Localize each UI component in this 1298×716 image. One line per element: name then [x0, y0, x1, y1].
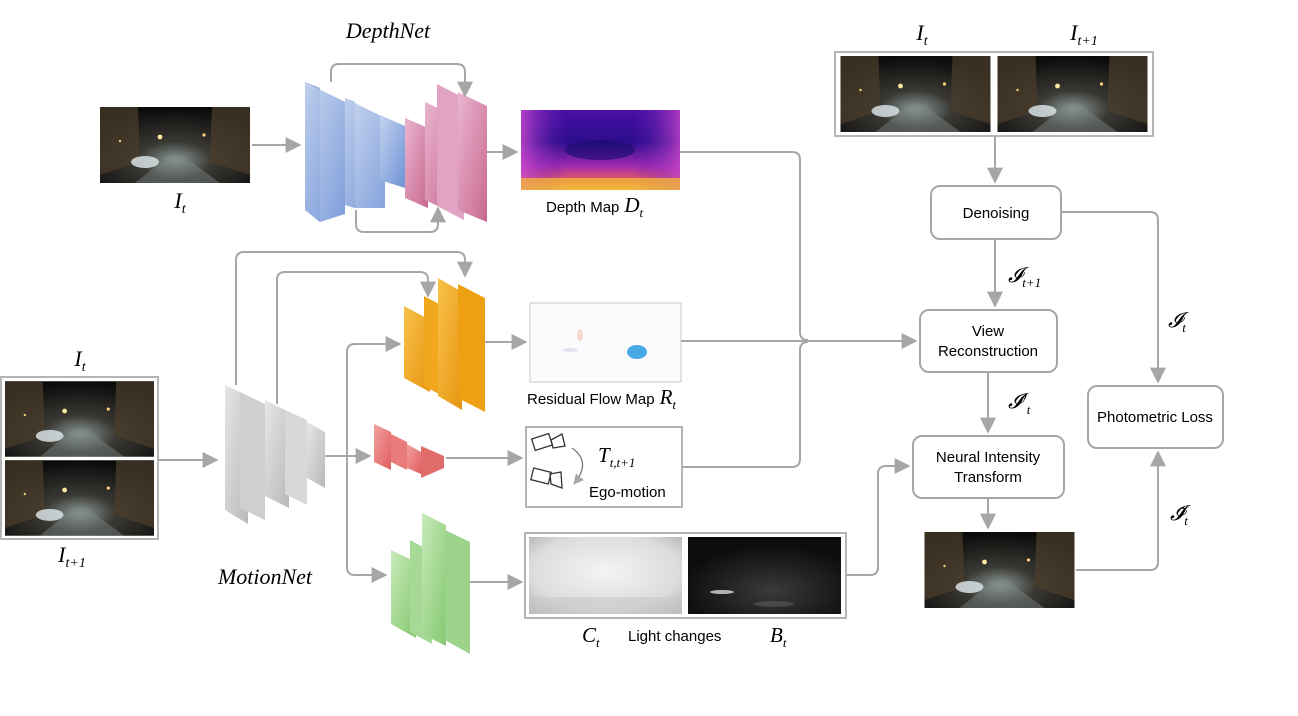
photometric-loss-box — [1087, 385, 1224, 449]
neural-intensity-box — [912, 435, 1065, 499]
edge-label-it1: 𝓘t+1 — [1008, 263, 1041, 290]
motionnet-skip-outer — [235, 251, 473, 385]
label-it-pair: It — [915, 20, 928, 49]
light-net — [391, 513, 470, 654]
motionnet-skip-inner — [276, 271, 436, 404]
arrow-egomotion-to-view — [682, 341, 809, 468]
depth-map-image — [521, 110, 680, 190]
label-it1-pair: It+1 — [1069, 20, 1098, 49]
view-reconstruction-box — [919, 309, 1058, 373]
edge-label-it: 𝓘t — [1168, 308, 1189, 335]
b-map-symbol: Bt — [770, 623, 787, 650]
arrow-output-to-loss — [1076, 450, 1166, 571]
arrow-denoising-to-loss — [1061, 211, 1166, 384]
residual-flow-map-image — [529, 302, 682, 383]
motionnet-branch-to-light — [346, 456, 388, 583]
edge-label-itilde: 𝓘̃t — [1170, 501, 1191, 528]
light-changes-label: Light changes — [628, 628, 721, 645]
photometric-loss-label: Photometric Loss — [1097, 409, 1213, 426]
neural-intensity-label-1: Neural Intensity — [936, 449, 1041, 466]
arrow-lightmaps-to-nit — [846, 458, 911, 576]
label-it-left: It — [73, 346, 86, 375]
ego-motion-label: Ego-motion — [589, 484, 666, 501]
output-image — [924, 532, 1075, 608]
view-reconstruction-label-2: Reconstruction — [938, 343, 1038, 360]
depthnet-encoder — [305, 82, 405, 222]
arrow-depthmap-to-view — [680, 151, 809, 341]
input-image-pair-left — [0, 376, 159, 540]
rotation-arrow-icon — [571, 447, 584, 485]
flow-net — [404, 278, 485, 412]
camera-icon-2 — [530, 467, 563, 489]
pose-net — [374, 424, 444, 478]
neural-intensity-label-2: Transform — [954, 469, 1022, 486]
depthnet-skip-bottom — [355, 206, 446, 233]
input-image-it — [100, 107, 250, 183]
motionnet-encoder — [225, 385, 325, 524]
depthnet-title: DepthNet — [345, 18, 431, 43]
motionnet-branch-to-flow — [346, 336, 402, 456]
edge-label-itprime: 𝓘′t — [1008, 389, 1031, 417]
view-reconstruction-label-1: View — [972, 323, 1004, 340]
label-it1-left: It+1 — [57, 542, 86, 571]
camera-icon-1 — [530, 432, 566, 452]
input-image-pair-right — [834, 51, 1154, 137]
denoising-label: Denoising — [963, 205, 1030, 222]
depthnet-skip-top — [330, 63, 473, 98]
ego-motion-symbol: Tt,t+1 — [598, 443, 635, 470]
light-change-maps — [524, 532, 847, 619]
c-map-symbol: Ct — [582, 623, 600, 650]
label-it-top: It — [173, 188, 186, 217]
motionnet-title: MotionNet — [217, 564, 313, 589]
depthnet-decoder — [405, 84, 487, 222]
